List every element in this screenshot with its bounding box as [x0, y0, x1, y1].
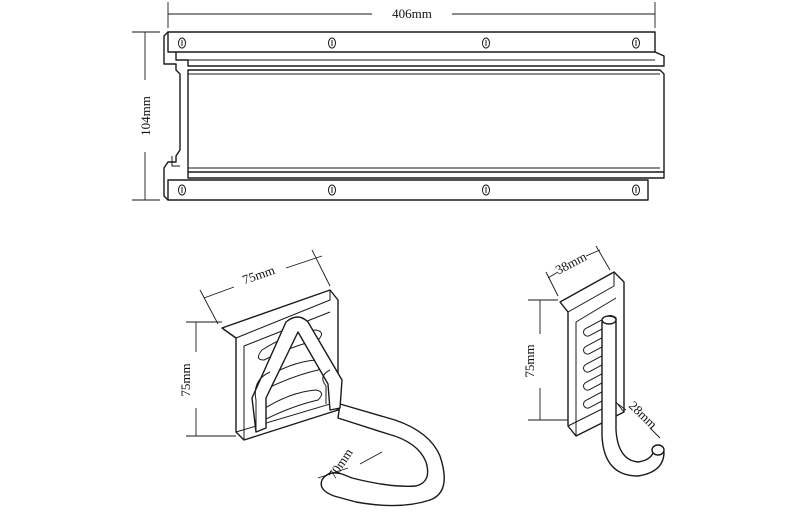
small-hook-plate-inner-edge	[575, 297, 617, 436]
large-hook-reach-label: 70mm	[325, 446, 356, 482]
large-hook-u-arm	[320, 403, 445, 507]
small-hook-top-end	[601, 315, 617, 325]
rail-left-profile	[163, 31, 181, 201]
small-hook: 38mm 75mm 28mm	[522, 245, 665, 477]
large-hook-wire-detail-2	[322, 369, 331, 404]
rail-height-label: 104mm	[138, 96, 153, 136]
small-hook-tip	[651, 444, 665, 456]
rail-width-label: 406mm	[392, 6, 432, 21]
wall-rail: 406mm 104mm	[132, 2, 665, 201]
rail-screw-holes-top	[178, 37, 640, 49]
large-hook-height-label: 75mm	[178, 363, 193, 396]
large-hook-reach-dimension: 70mm	[317, 446, 383, 482]
rail-bottom-flange	[167, 179, 649, 201]
large-hook-wire-loop	[251, 316, 343, 433]
large-hook-height-dimension: 75mm	[178, 321, 236, 437]
small-hook-plate-top-edge	[559, 272, 615, 313]
rail-top-lip	[175, 51, 665, 67]
rail-body	[187, 69, 665, 173]
large-hook-plate-top-edge	[221, 290, 331, 339]
small-hook-width-label: 38mm	[553, 249, 589, 278]
small-hook-height-dimension: 75mm	[522, 299, 568, 421]
rail-width-dimension: 406mm	[167, 2, 656, 28]
rail-bottom-lip	[187, 171, 665, 179]
rail-slot-detail	[171, 156, 180, 167]
small-hook-depth-label: 28mm	[626, 398, 660, 432]
rail-top-flange	[167, 31, 656, 53]
small-hook-height-label: 75mm	[522, 344, 537, 377]
rail-screw-holes-bottom	[178, 184, 640, 196]
large-hook: 75mm 75mm 70mm	[178, 249, 445, 507]
large-hook-width-label: 75mm	[240, 262, 276, 287]
large-hook-wire-detail	[254, 371, 271, 430]
rail-height-dimension: 104mm	[132, 31, 160, 201]
